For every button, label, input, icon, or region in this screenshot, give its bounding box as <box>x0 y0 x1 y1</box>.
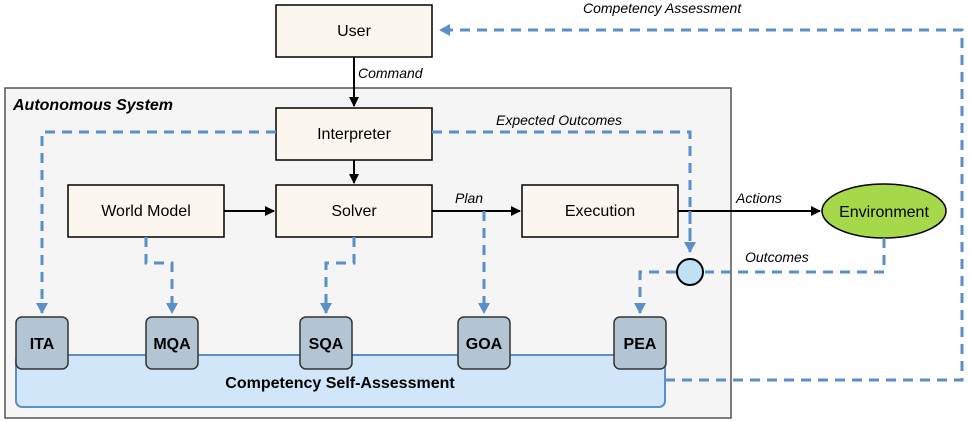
solver-box[interactable] <box>275 184 433 238</box>
environment-label: Environment <box>839 204 929 221</box>
module-ita[interactable] <box>15 316 69 370</box>
solver-sqa-line <box>320 237 356 314</box>
expected-outcomes-label: Expected Outcomes <box>496 112 622 128</box>
interpreter-box[interactable] <box>275 107 433 161</box>
interpreter-label: Interpreter <box>317 126 391 143</box>
competency-assessment-line <box>439 24 964 382</box>
comparator-pea-line <box>634 270 676 314</box>
comparator-node <box>676 258 704 286</box>
assessment-title: Competency Self-Assessment <box>225 375 455 392</box>
plan-label: Plan <box>455 190 483 206</box>
module-goa-label: GOA <box>466 336 503 353</box>
solver-label: Solver <box>331 203 377 220</box>
world-model-label: World Model <box>101 203 191 220</box>
interpreter-ita-line <box>36 130 276 314</box>
module-sqa-label: SQA <box>309 336 344 353</box>
module-sqa[interactable] <box>299 316 353 370</box>
module-goa[interactable] <box>457 316 511 370</box>
execution-label: Execution <box>565 203 635 220</box>
execution-box[interactable] <box>521 184 679 238</box>
module-mqa[interactable] <box>145 316 199 370</box>
module-mqa-label: MQA <box>153 336 191 353</box>
module-pea[interactable] <box>613 316 667 370</box>
command-label: Command <box>358 65 424 81</box>
user-label: User <box>337 23 371 40</box>
actions-label: Actions <box>735 190 782 206</box>
worldmodel-mqa-line <box>144 237 178 314</box>
expected-outcomes-line <box>432 130 696 253</box>
module-ita-label: ITA <box>30 336 55 353</box>
world-model-box[interactable] <box>67 184 225 238</box>
outcomes-label: Outcomes <box>745 249 809 265</box>
container-title: Autonomous System <box>12 97 173 114</box>
assessment-modules: ITA MQA SQA GOA PEA <box>15 316 667 370</box>
module-pea-label: PEA <box>624 336 657 353</box>
competency-assessment-label: Competency Assessment <box>583 0 742 16</box>
outcomes-line <box>705 238 886 274</box>
